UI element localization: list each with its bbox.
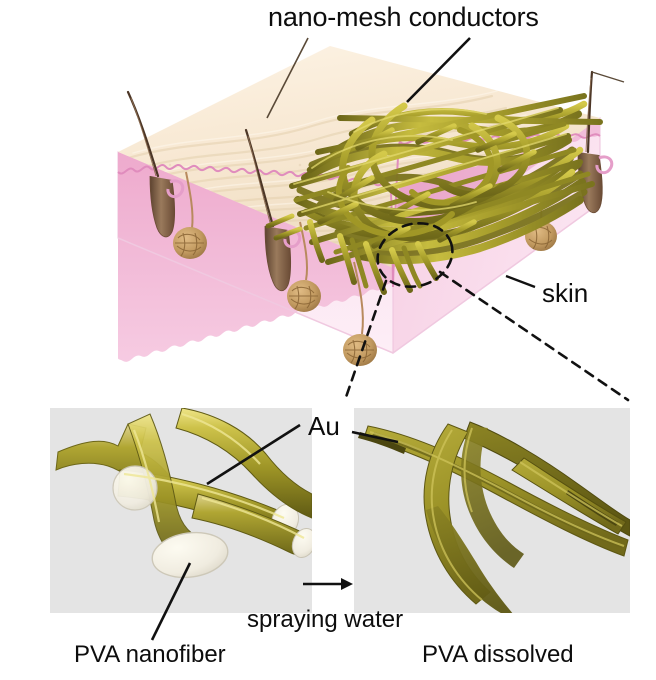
sebaceous-gland-4 bbox=[595, 155, 614, 175]
pva-nanofiber-caption: PVA nanofiber bbox=[74, 641, 226, 668]
panel-after-spraying bbox=[351, 408, 630, 613]
pva-core-junction bbox=[112, 465, 158, 511]
pva-nanofiber-leader bbox=[150, 562, 192, 641]
page-title: nano-mesh conductors bbox=[268, 2, 539, 32]
shell-tube-right bbox=[511, 457, 627, 535]
nano-mesh-left-leader bbox=[266, 37, 309, 119]
au-label: Au bbox=[308, 411, 340, 441]
shell-sheet-center bbox=[423, 423, 491, 605]
skin-leader bbox=[505, 274, 536, 289]
epidermis-band-front bbox=[118, 152, 393, 362]
magnifier-leader-right bbox=[438, 270, 630, 402]
au-leader-left bbox=[206, 423, 301, 486]
fiber-cylinder-upper-right bbox=[175, 408, 312, 519]
pva-dissolved-caption: PVA dissolved bbox=[422, 641, 574, 668]
nano-mesh-network bbox=[265, 93, 603, 295]
shell-fan-bottom bbox=[426, 506, 513, 613]
magnifier-leader-left bbox=[343, 279, 388, 402]
spraying-water-arrow bbox=[303, 578, 353, 590]
nano-mesh-right-leader bbox=[406, 37, 471, 103]
magnifier-ellipse bbox=[376, 221, 454, 289]
hair-shaft-4 bbox=[586, 70, 594, 154]
magnifier-callout bbox=[343, 221, 630, 402]
au-leader-right bbox=[351, 430, 399, 444]
shell-sheet-second bbox=[461, 426, 524, 568]
panel-before-spraying bbox=[50, 408, 312, 641]
hair-leader-right bbox=[591, 71, 625, 83]
spraying-water-label: spraying water bbox=[247, 606, 404, 633]
shell-tip-left bbox=[358, 432, 406, 454]
callout-lines-top bbox=[266, 37, 625, 289]
sebaceous-gland-1 bbox=[166, 179, 185, 199]
sweat-gland-1 bbox=[173, 171, 207, 259]
pva-core-front bbox=[151, 531, 229, 579]
skin-label: skin bbox=[542, 278, 589, 308]
hair-follicle-1 bbox=[126, 90, 185, 238]
block-bottom-edge bbox=[117, 202, 601, 354]
